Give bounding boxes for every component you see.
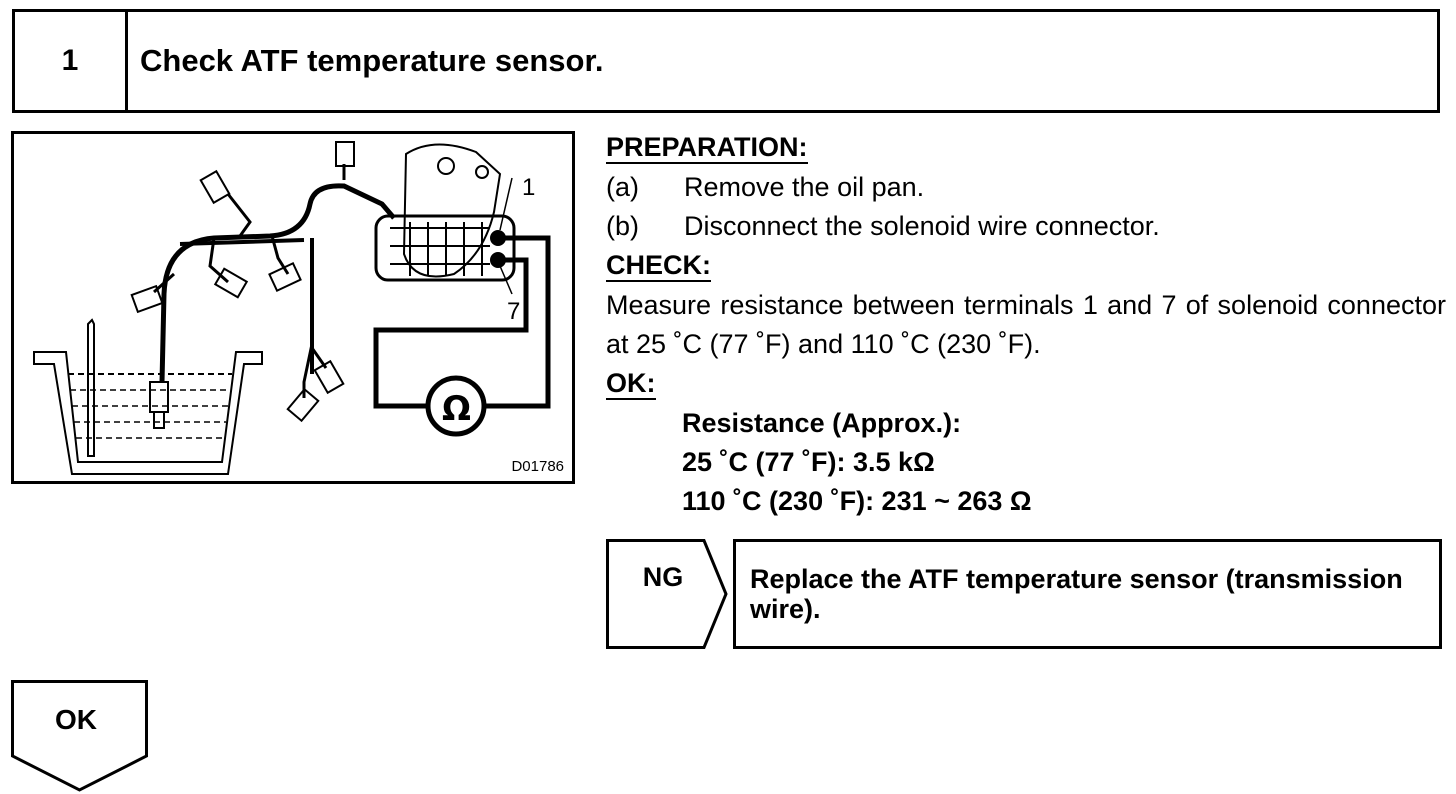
figure-code: D01786 xyxy=(511,458,564,475)
instructions: PREPARATION: (a) Remove the oil pan. (b)… xyxy=(606,128,1446,521)
solenoid-connector xyxy=(374,214,516,282)
wiring-illustration: Ω 1 7 D01786 xyxy=(11,131,575,484)
sensor-diagram: Ω xyxy=(33,141,551,475)
terminal-7-callout: 7 xyxy=(507,298,521,325)
prep-step-letter: (b) xyxy=(606,211,639,241)
step-title: Check ATF temperature sensor. xyxy=(140,43,604,78)
spec-title: Resistance (Approx.): xyxy=(682,408,962,438)
thermometer xyxy=(87,318,95,457)
prep-step-b: (b) Disconnect the solenoid wire connect… xyxy=(606,207,1446,246)
ok-heading: OK: xyxy=(606,368,656,400)
prep-step-a: (a) Remove the oil pan. xyxy=(606,168,1446,207)
ng-label: NG xyxy=(642,562,684,592)
prep-step-text: Remove the oil pan. xyxy=(684,172,925,202)
temperature-sensor xyxy=(149,381,169,413)
ng-tag-shape xyxy=(606,539,728,649)
ng-action-box: Replace the ATF temperature sensor (tran… xyxy=(733,539,1442,649)
prep-step-text: Disconnect the solenoid wire connector. xyxy=(684,211,1160,241)
terminal-1-callout: 1 xyxy=(522,174,536,201)
step-header: 1 Check ATF temperature sensor. xyxy=(12,9,1440,113)
oil-pan-outline xyxy=(33,351,263,475)
ok-arrow-shape xyxy=(11,680,148,792)
ohm-symbol: Ω xyxy=(442,389,471,429)
prep-step-letter: (a) xyxy=(606,172,639,202)
spec-line-110c: 110 ˚C (230 ˚F): 231 ~ 263 Ω xyxy=(682,486,1032,516)
bracket xyxy=(402,143,502,278)
preparation-heading: PREPARATION: xyxy=(606,132,808,164)
check-heading: CHECK: xyxy=(606,250,711,282)
check-text: Measure resistance between terminals 1 a… xyxy=(606,290,1446,359)
wire-harness xyxy=(159,183,396,383)
ok-arrow-label: OK xyxy=(55,704,97,735)
step-number: 1 xyxy=(15,12,128,110)
spec-line-25c: 25 ˚C (77 ˚F): 3.5 kΩ xyxy=(682,447,935,477)
meter-lead xyxy=(373,257,529,409)
meter-lead xyxy=(484,235,551,409)
ohmmeter xyxy=(425,375,487,437)
